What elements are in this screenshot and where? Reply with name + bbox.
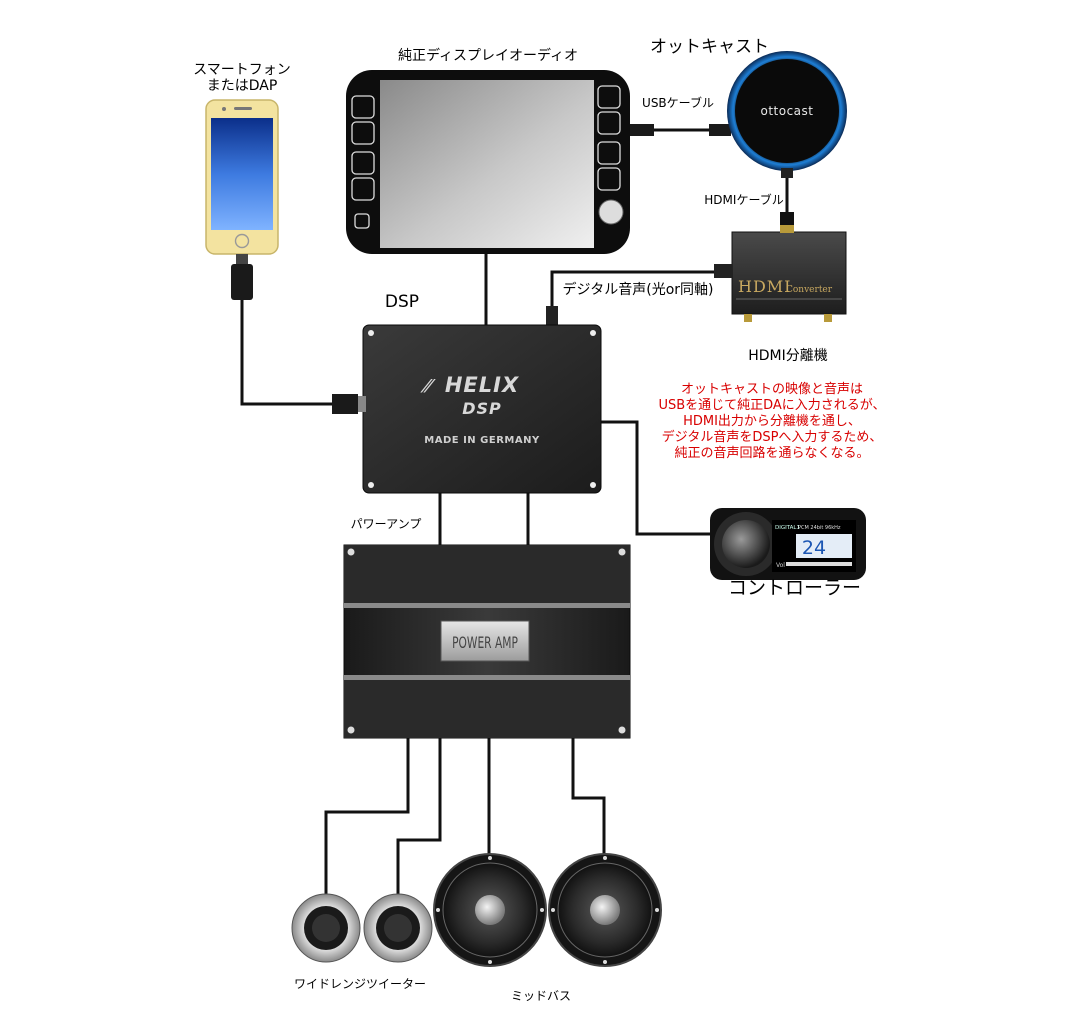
controller-label: コントローラー — [728, 577, 862, 599]
midbass-right — [548, 853, 662, 967]
tweeter-left — [291, 893, 361, 963]
hdmi-cable-label: HDMIケーブル — [704, 193, 784, 207]
dsp-made-in: MADE IN GERMANY — [424, 435, 540, 446]
head-unit-label: 純正ディスプレイオーディオ — [398, 48, 579, 64]
digital-audio-label: デジタル音声(光or同軸) — [562, 282, 714, 298]
phone-label: スマートフォン またはDAP — [190, 62, 294, 94]
explanation-note: オットキャストの映像と音声は USBを通じて純正DAに入力されるが、 HDMI出… — [636, 382, 908, 462]
cables — [240, 128, 789, 898]
tweeter-label: ワイドレンジツイーター — [293, 977, 426, 991]
midbass-label: ミッドバス — [510, 989, 571, 1003]
smartphone — [205, 99, 279, 300]
ottocast-logo: ottocast — [760, 104, 813, 118]
hdmi-splitter-label: HDMI分離機 — [748, 348, 828, 364]
ottocast-label: オットキャスト — [650, 37, 769, 57]
note-line: USBを通じて純正DAに入力されるが、 — [658, 398, 886, 413]
phone-dsp-cable — [240, 300, 340, 406]
note-line: デジタル音声をDSPへ入力するため、 — [661, 430, 883, 445]
dsp-brand: HELIX — [445, 373, 520, 397]
dsp-device: HELIX ⁄⁄ DSP MADE IN GERMANY — [332, 306, 602, 494]
note-line: オットキャストの映像と音声は — [680, 382, 863, 397]
controller-vol: Vol — [776, 562, 785, 569]
ottocast-device: ottocast — [630, 51, 847, 226]
amp-tweeter-right-cable — [396, 738, 442, 898]
dsp-model: DSP — [462, 399, 502, 418]
hdmi-box-title: HDMI — [738, 277, 791, 296]
dsp-controller-cable — [600, 420, 712, 536]
controller-screen-info: PCM 24bit 96kHz — [798, 525, 841, 531]
midbass-left — [433, 853, 547, 967]
phone-label-line2: またはDAP — [206, 78, 278, 95]
digital-audio-cable — [550, 270, 727, 310]
usb-cable-label: USBケーブル — [642, 96, 714, 110]
tweeter-right — [363, 893, 433, 963]
hdmi-splitter-device: HDMI Converter — [714, 225, 847, 322]
head-unit — [346, 70, 630, 254]
note-line: 純正の音声回路を通らなくなる。 — [674, 446, 870, 461]
controller-device: DIGITAL1 PCM 24bit 96kHz 24 Vol — [710, 508, 866, 580]
hdmi-box-subtitle: Converter — [786, 285, 833, 295]
phone-label-line1: スマートフォン — [193, 62, 291, 78]
power-amp-label: パワーアンプ — [350, 517, 422, 531]
power-amp-device: POWER AMP — [343, 544, 631, 739]
dsp-label: DSP — [384, 292, 420, 312]
amp-midbass-right-cable — [571, 738, 606, 856]
amp-tweeter-left-cable — [324, 738, 410, 898]
amp-plate-text: POWER AMP — [452, 635, 518, 653]
note-line: HDMI出力から分離機を通し、 — [683, 414, 861, 429]
controller-value: 24 — [802, 537, 826, 559]
controller-screen-top: DIGITAL1 — [775, 525, 800, 531]
